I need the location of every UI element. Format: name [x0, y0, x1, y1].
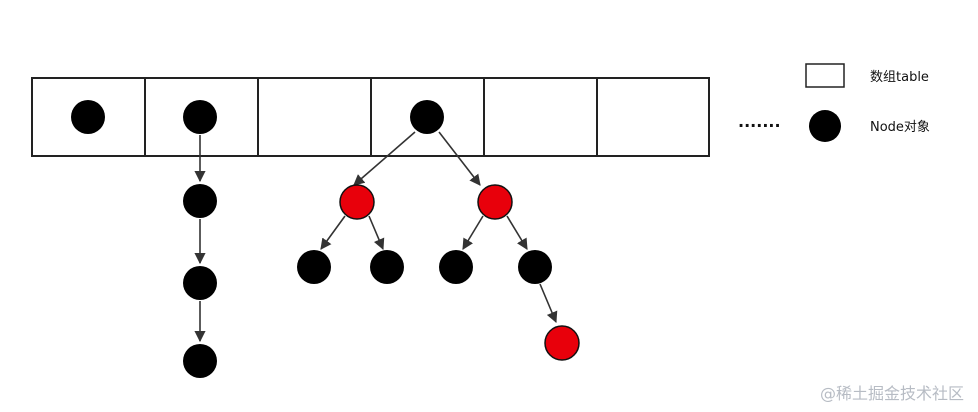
- tree-node-right-red: [477, 184, 513, 220]
- legend-table-label: 数组table: [870, 70, 929, 85]
- node-slot-3-root: [410, 100, 444, 134]
- table-nodes: [71, 100, 444, 134]
- tree-node-lr: [370, 250, 404, 284]
- tree-edges: [320, 131, 558, 324]
- table-ellipsis: ·······: [738, 116, 781, 135]
- legend: 数组table Node对象: [805, 63, 930, 142]
- list-node-3: [183, 344, 217, 378]
- tree-node-rr: [518, 250, 552, 284]
- list-node-1: [183, 184, 217, 218]
- legend-node-label: Node对象: [870, 120, 930, 135]
- tree-edge-leaf-red: [539, 283, 558, 324]
- tree-edge-left-left: [320, 215, 346, 250]
- tree-edge-right-left: [462, 215, 484, 250]
- legend-node-swatch: [809, 110, 841, 142]
- node-slot-1: [183, 100, 217, 134]
- tree-node-left-red: [339, 184, 375, 220]
- legend-table-swatch: [805, 63, 845, 88]
- array-table: [31, 77, 710, 157]
- tree-edge-right-right: [506, 215, 528, 250]
- tree-node-leaf-red: [544, 325, 580, 361]
- linked-list-nodes: [183, 184, 217, 378]
- tree-edge-root-right: [438, 131, 481, 186]
- tree-node-ll: [297, 250, 331, 284]
- tree-nodes: [297, 184, 580, 361]
- table-slot-4: [483, 77, 598, 157]
- node-slot-0: [71, 100, 105, 134]
- table-slot-2: [257, 77, 372, 157]
- table-slot-5: [596, 77, 710, 157]
- tree-node-rl: [439, 250, 473, 284]
- tree-edge-left-right: [368, 215, 385, 251]
- tree-edge-root-left: [353, 131, 416, 186]
- watermark: @稀土掘金技术社区: [819, 384, 964, 403]
- list-node-2: [183, 266, 217, 300]
